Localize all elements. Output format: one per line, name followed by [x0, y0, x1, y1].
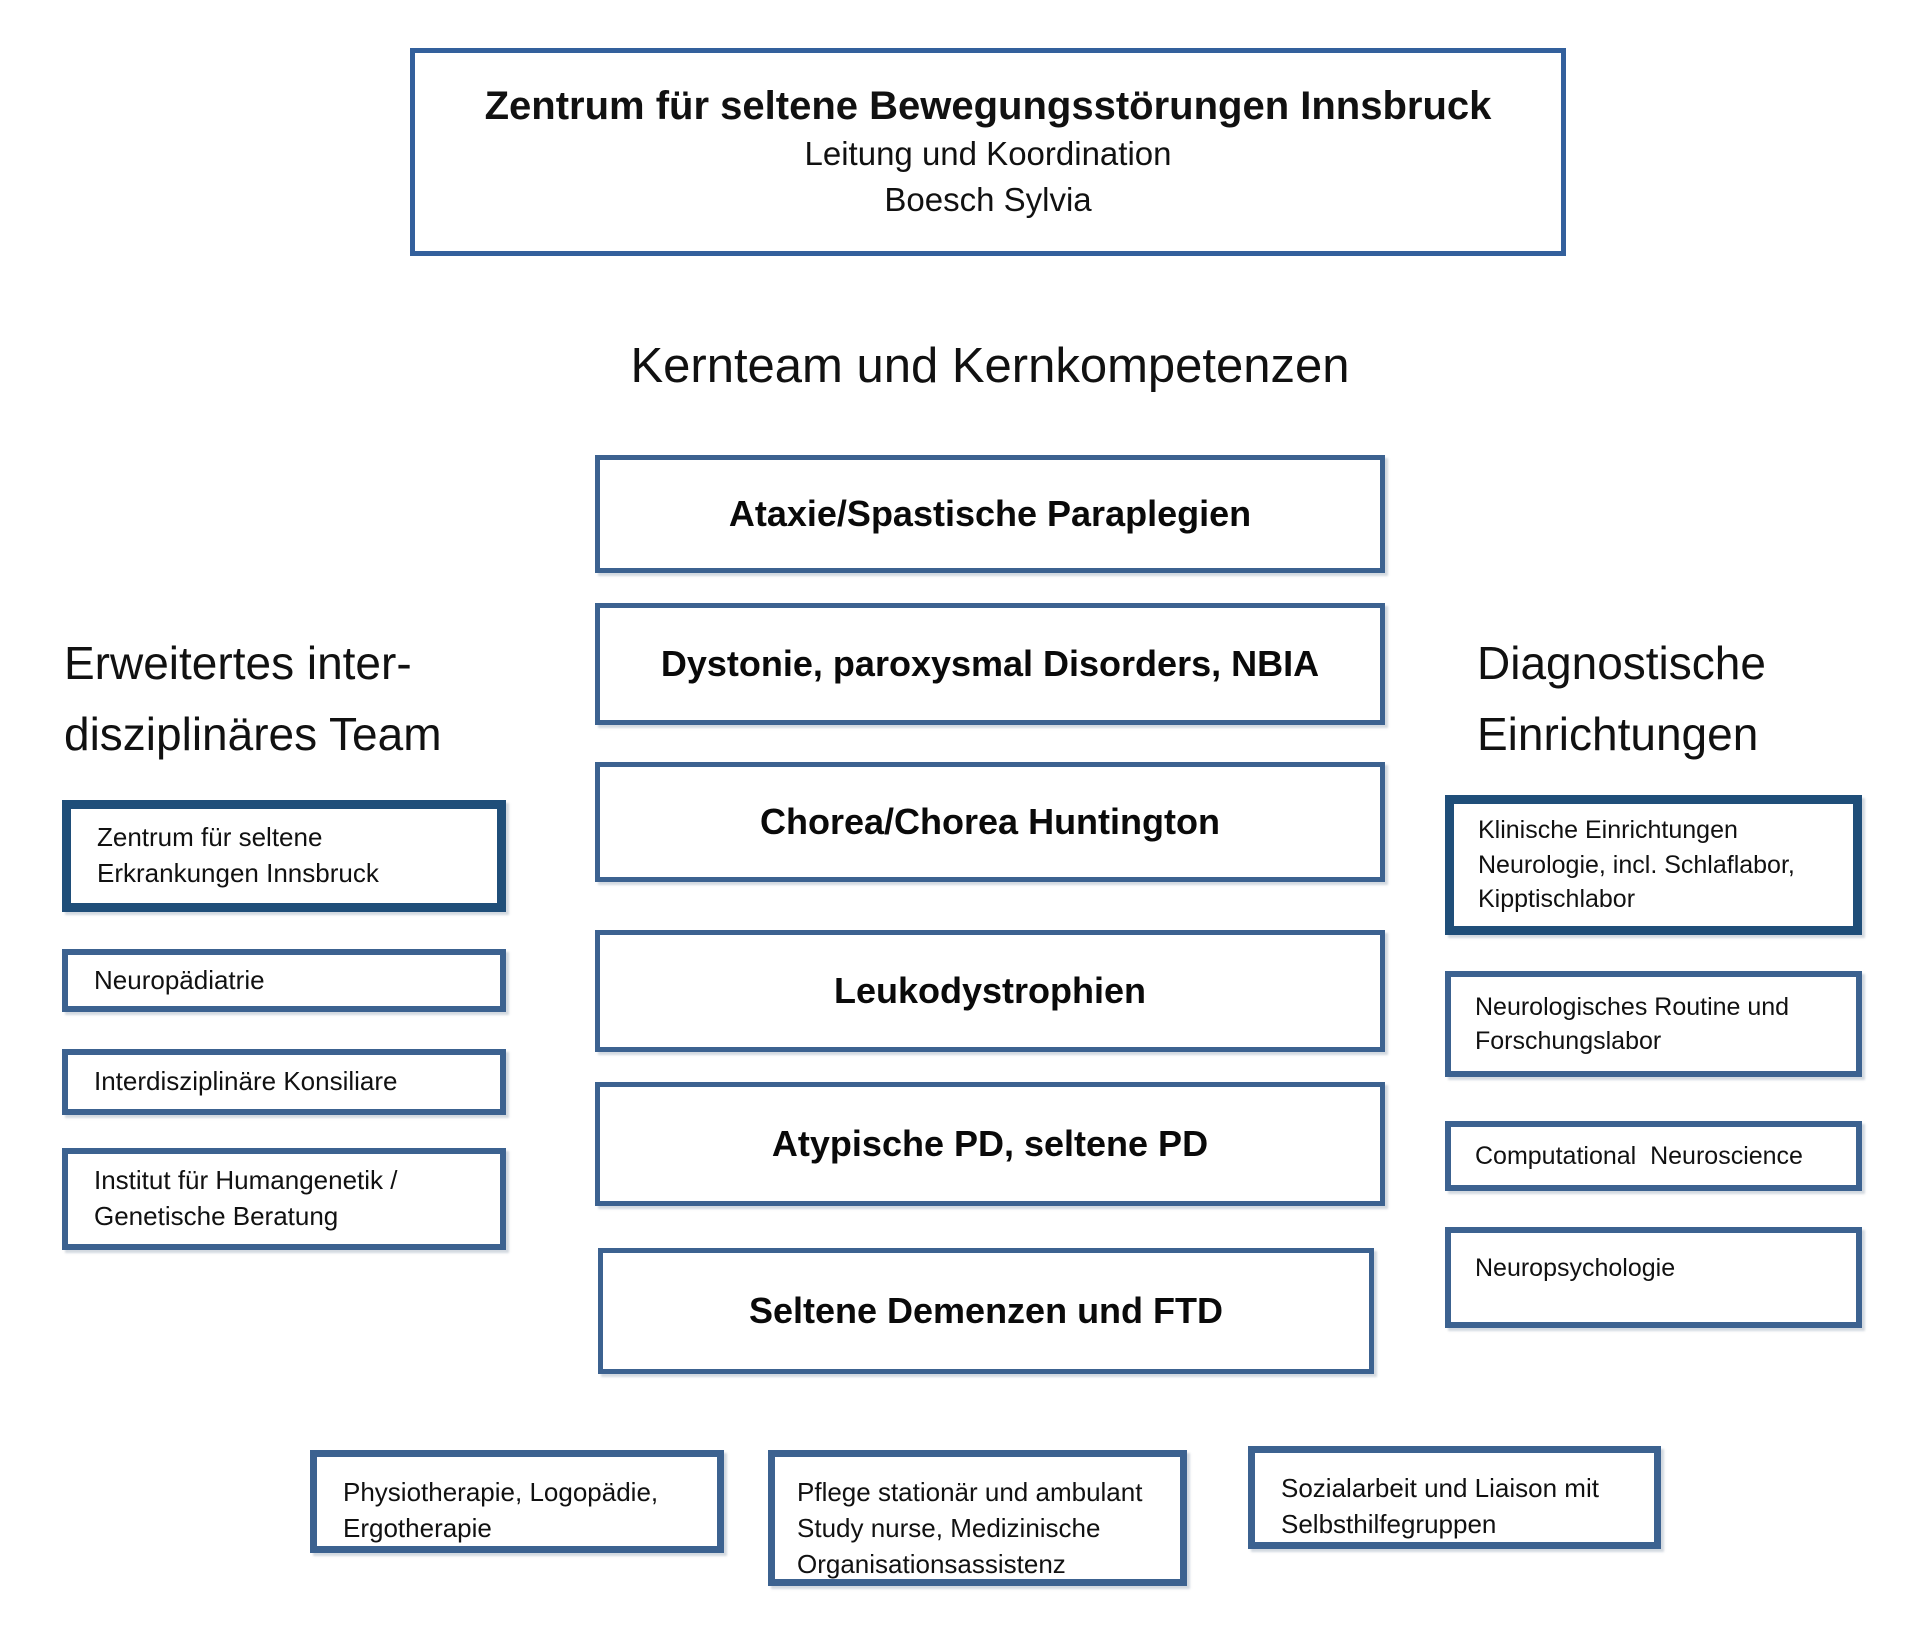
core-box-chorea: Chorea/Chorea Huntington: [595, 762, 1385, 882]
team-box-label: Neuropädiatrie: [94, 964, 265, 995]
header-title: Zentrum für seltene Bewegungsstörungen I…: [484, 84, 1492, 129]
header-subtitle: Leitung und Koordination: [804, 135, 1172, 173]
team-box-humangenetik: Institut für Humangenetik /Genetische Be…: [62, 1148, 506, 1250]
diag-box-neuropsychologie: Neuropsychologie: [1445, 1227, 1862, 1328]
core-box-dystonie: Dystonie, paroxysmal Disorders, NBIA: [595, 603, 1385, 725]
core-box-ataxie: Ataxie/Spastische Paraplegien: [595, 455, 1385, 573]
core-box-seltene-demenzen: Seltene Demenzen und FTD: [598, 1248, 1374, 1374]
support-box-label: Physiotherapie, Logopädie,Ergotherapie: [343, 1477, 659, 1543]
diag-box-computational-neuroscience: Computational Neuroscience: [1445, 1121, 1862, 1191]
core-box-label: Dystonie, paroxysmal Disorders, NBIA: [660, 643, 1320, 684]
diag-box-label: Neuropsychologie: [1475, 1254, 1676, 1282]
header-coordinator: Boesch Sylvia: [884, 181, 1092, 218]
team-box-neuropaediatrie: Neuropädiatrie: [62, 949, 506, 1012]
core-box-label: Seltene Demenzen und FTD: [748, 1290, 1224, 1331]
header-box: Zentrum für seltene Bewegungsstörungen I…: [410, 48, 1566, 256]
team-box-label: Interdisziplinäre Konsiliare: [94, 1066, 398, 1097]
core-box-leukodystrophien: Leukodystrophien: [595, 930, 1385, 1052]
team-box-interdisziplinaere-konsiliare: Interdisziplinäre Konsiliare: [62, 1049, 506, 1115]
core-box-label: Ataxie/Spastische Paraplegien: [728, 493, 1252, 534]
core-box-label: Leukodystrophien: [833, 970, 1147, 1011]
support-box-physiotherapie: Physiotherapie, Logopädie,Ergotherapie: [310, 1450, 724, 1553]
core-box-label: Atypische PD, seltene PD: [771, 1123, 1209, 1164]
core-box-atypische-pd: Atypische PD, seltene PD: [595, 1082, 1385, 1206]
team-box-label: Institut für Humangenetik /Genetische Be…: [94, 1165, 398, 1231]
diag-box-label: Computational Neuroscience: [1475, 1141, 1803, 1170]
core-team-heading: Kernteam und Kernkompetenzen: [630, 339, 1350, 393]
extended-team-heading: Erweitertes inter-disziplinäres Team: [64, 637, 442, 761]
core-box-label: Chorea/Chorea Huntington: [760, 801, 1220, 842]
